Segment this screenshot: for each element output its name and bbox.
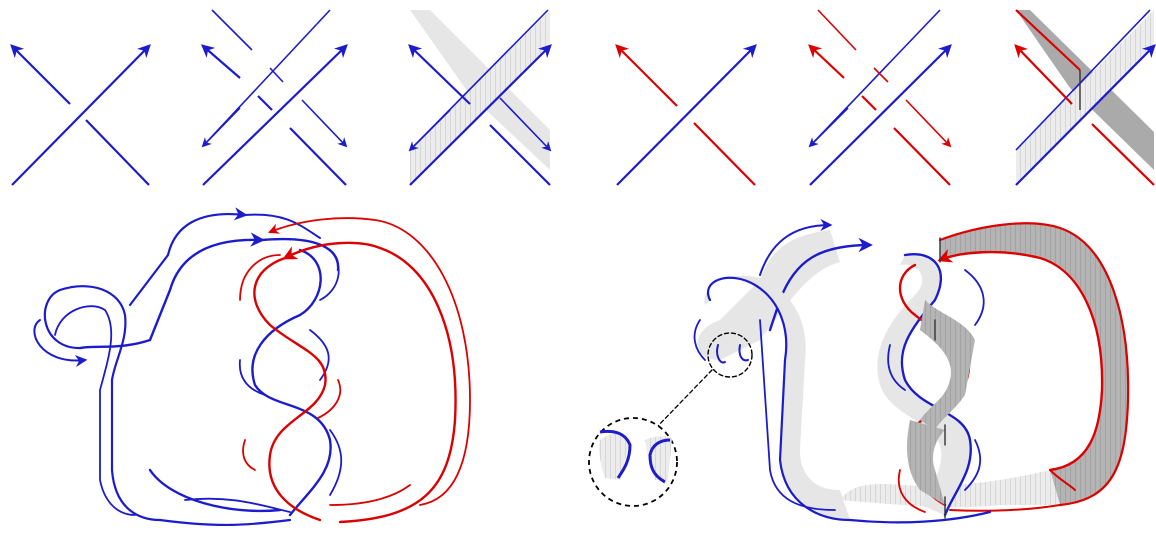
over-strand	[11, 44, 151, 186]
under-strand-lower	[85, 119, 150, 186]
under-strand-upper	[10, 44, 71, 105]
crossing-blue-doubled-panel	[201, 9, 348, 186]
zoom-inset	[588, 417, 678, 507]
crossing-mixed-panel	[615, 44, 757, 186]
zoom-source-circle	[707, 332, 753, 378]
crossing-blue-panel	[10, 44, 151, 186]
zoom-connector	[655, 369, 713, 429]
crossing-blue-band-panel	[408, 9, 552, 186]
link-diagram-panel	[33, 207, 471, 527]
link-surface-panel	[655, 219, 1130, 524]
crossing-mixed-doubled-panel	[808, 9, 952, 186]
crossing-mixed-band-panel	[1014, 9, 1156, 186]
